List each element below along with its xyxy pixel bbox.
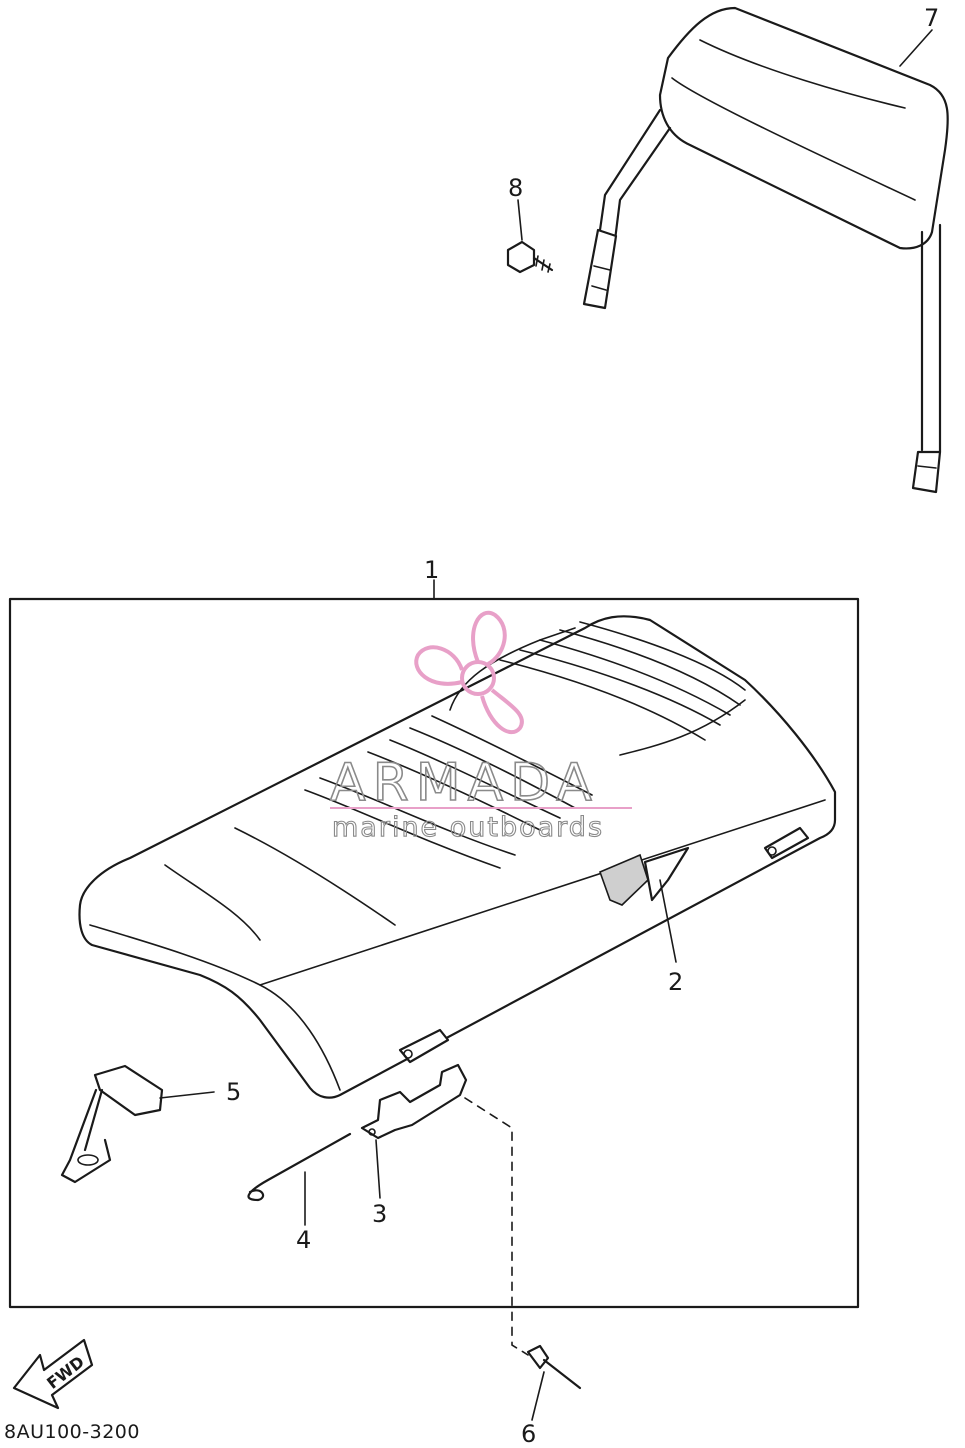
callout-7: 7	[924, 4, 939, 32]
callout-8: 8	[508, 174, 523, 202]
callout-5: 5	[226, 1078, 241, 1106]
seat-part-1	[78, 615, 837, 1099]
bracket-part-5	[60, 1064, 215, 1184]
drawing-code: 8AU100-3200	[4, 1421, 140, 1443]
propeller-icon	[414, 610, 524, 735]
rivet-part-6	[464, 1097, 582, 1421]
callout-2: 2	[668, 968, 683, 996]
rod-part-4	[247, 1132, 352, 1226]
leader-part-7	[899, 29, 933, 67]
watermark-tagline: marine outboards	[332, 812, 604, 843]
callout-1: 1	[424, 556, 439, 584]
label-part-2	[598, 846, 690, 963]
bolt-part-8	[506, 199, 554, 274]
backrest-part-7	[582, 6, 949, 494]
callout-4: 4	[296, 1226, 311, 1254]
fwd-arrow: FWD	[12, 1338, 94, 1410]
armada-watermark: ARMADA marine outboards	[329, 610, 632, 844]
callout-6: 6	[521, 1420, 536, 1443]
watermark-brand: ARMADA	[330, 753, 599, 813]
callout-3: 3	[372, 1200, 387, 1228]
latch-part-3	[360, 1063, 468, 1199]
